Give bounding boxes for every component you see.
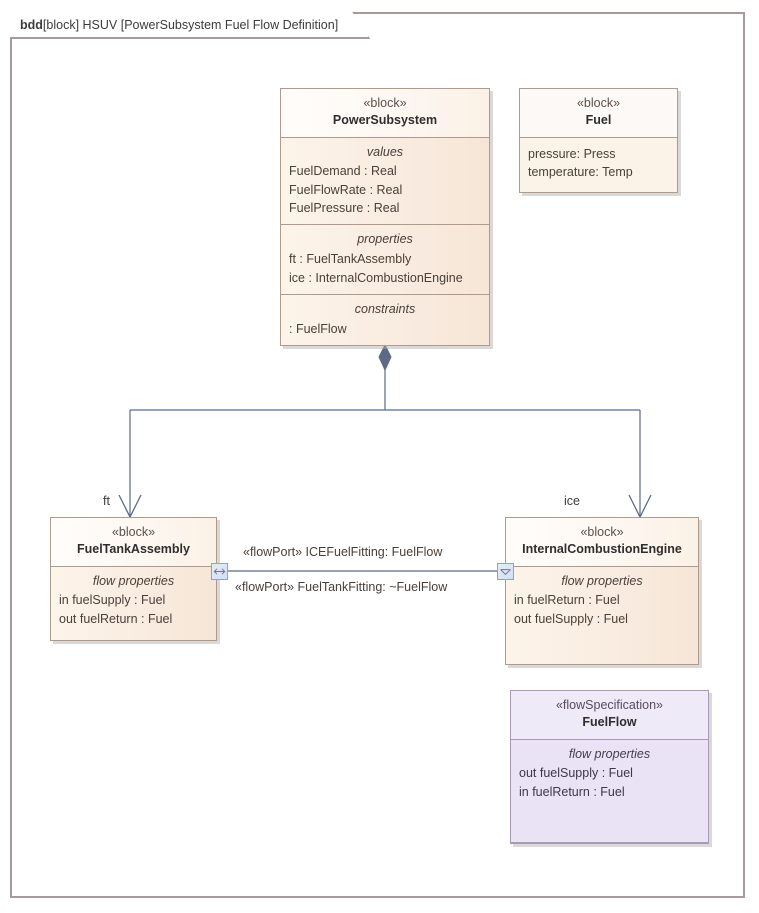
feature-item: FuelDemand : Real	[289, 164, 397, 179]
feature-item: in fuelSupply : Fuel	[59, 593, 166, 608]
feature-item: ice : InternalCombustionEngine	[289, 270, 463, 285]
compartment-title: values	[366, 144, 404, 159]
compartment-values: values FuelDemand : Real FuelFlowRate : …	[281, 137, 489, 226]
flow-port-icon-ice-fuel-fitting[interactable]	[497, 563, 514, 580]
diagram-title: bdd[block] HSUV [PowerSubsystem Fuel Flo…	[10, 18, 368, 32]
diagram-kind-label: bdd	[20, 17, 43, 32]
compartment-title: flow properties	[561, 573, 643, 588]
feature-item: temperature: Temp	[528, 164, 633, 179]
feature-item: out fuelSupply : Fuel	[519, 766, 633, 781]
compartment-constraints: constraints : FuelFlow	[281, 294, 489, 345]
composition-role-ft: ft	[103, 494, 110, 508]
compartment-title: constraints	[354, 301, 416, 316]
feature-item: FuelPressure : Real	[289, 201, 400, 215]
flow-port-icon-fuel-tank-fitting[interactable]	[211, 563, 228, 580]
block-header-fuel-flow: «flowSpecification» FuelFlow	[511, 691, 708, 740]
block-header-fuel-tank-assembly: «block» FuelTankAssembly	[51, 518, 216, 567]
block-header-power-subsystem: «block» PowerSubsystem	[281, 89, 489, 138]
block-stereotype: «block»	[111, 525, 156, 539]
block-stereotype: «block»	[576, 96, 621, 110]
conjugated-arrow-icon	[500, 569, 511, 576]
compartment-title: flow properties	[568, 746, 651, 761]
block-power-subsystem[interactable]: «block» PowerSubsystem values FuelDemand…	[280, 88, 490, 346]
block-stereotype: «flowSpecification»	[555, 698, 663, 712]
block-name: PowerSubsystem	[332, 112, 438, 127]
block-fuel-flow-specification[interactable]: «flowSpecification» FuelFlow flow proper…	[510, 690, 709, 844]
block-name: InternalCombustionEngine	[522, 541, 682, 556]
feature-item: out fuelSupply : Fuel	[514, 611, 628, 626]
feature-item: FuelFlowRate : Real	[289, 182, 403, 197]
feature-item: : FuelFlow	[289, 321, 347, 336]
compartment-flow-properties: flow properties in fuelSupply : Fuel out…	[51, 566, 216, 640]
bidirectional-arrow-icon	[213, 568, 226, 575]
diagram-frame-tab: bdd[block] HSUV [PowerSubsystem Fuel Flo…	[10, 12, 370, 39]
compartment-flow-properties: flow properties in fuelReturn : Fuel out…	[506, 566, 698, 664]
block-name: FuelTankAssembly	[76, 541, 190, 556]
flowport-label-top: «flowPort» ICEFuelFitting: FuelFlow	[243, 545, 443, 559]
flowport-label-bottom: «flowPort» FuelTankFitting: ~FuelFlow	[235, 580, 448, 594]
feature-item: pressure: Press	[528, 146, 616, 161]
compartment-properties: properties ft : FuelTankAssembly ice : I…	[281, 225, 489, 295]
block-header-fuel: «block» Fuel	[520, 89, 677, 138]
block-internal-combustion-engine[interactable]: «block» InternalCombustionEngine flow pr…	[505, 517, 699, 665]
block-name: FuelFlow	[582, 714, 637, 729]
feature-item: in fuelReturn : Fuel	[514, 593, 620, 608]
block-stereotype: «block»	[580, 525, 624, 539]
feature-item: out fuelReturn : Fuel	[59, 611, 173, 626]
feature-item: in fuelReturn : Fuel	[519, 784, 625, 799]
compartment-flow-properties: flow properties out fuelSupply : Fuel in…	[511, 739, 708, 843]
diagram-title-rest: [block] HSUV [PowerSubsystem Fuel Flow D…	[42, 17, 339, 32]
compartment-title: properties	[357, 232, 413, 247]
block-fuel-tank-assembly[interactable]: «block» FuelTankAssembly flow properties…	[50, 517, 217, 641]
block-name: Fuel	[585, 112, 612, 127]
feature-item: ft : FuelTankAssembly	[289, 252, 412, 267]
compartment-title: flow properties	[92, 573, 175, 588]
composition-role-ice: ice	[564, 494, 580, 508]
compartment-fuel-properties: pressure: Press temperature: Temp	[520, 137, 677, 193]
block-header-internal-combustion-engine: «block» InternalCombustionEngine	[506, 518, 698, 567]
block-stereotype: «block»	[363, 96, 407, 110]
block-fuel[interactable]: «block» Fuel pressure: Press temperature…	[519, 88, 678, 194]
